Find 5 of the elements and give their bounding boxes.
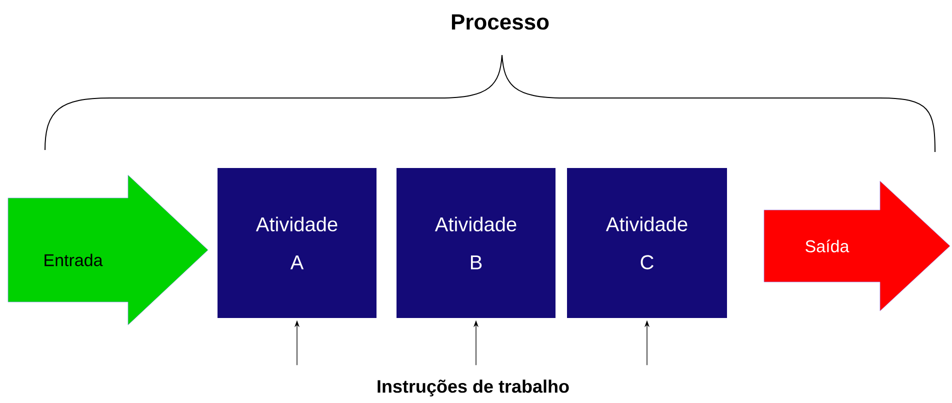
activity-box: Atividade A xyxy=(218,168,376,318)
title: Processo xyxy=(452,14,549,30)
activity-box: Atividade B xyxy=(396,168,556,318)
activity-box: Atividade C xyxy=(567,168,727,318)
caption-text: Instruções de trabalho xyxy=(378,380,569,396)
